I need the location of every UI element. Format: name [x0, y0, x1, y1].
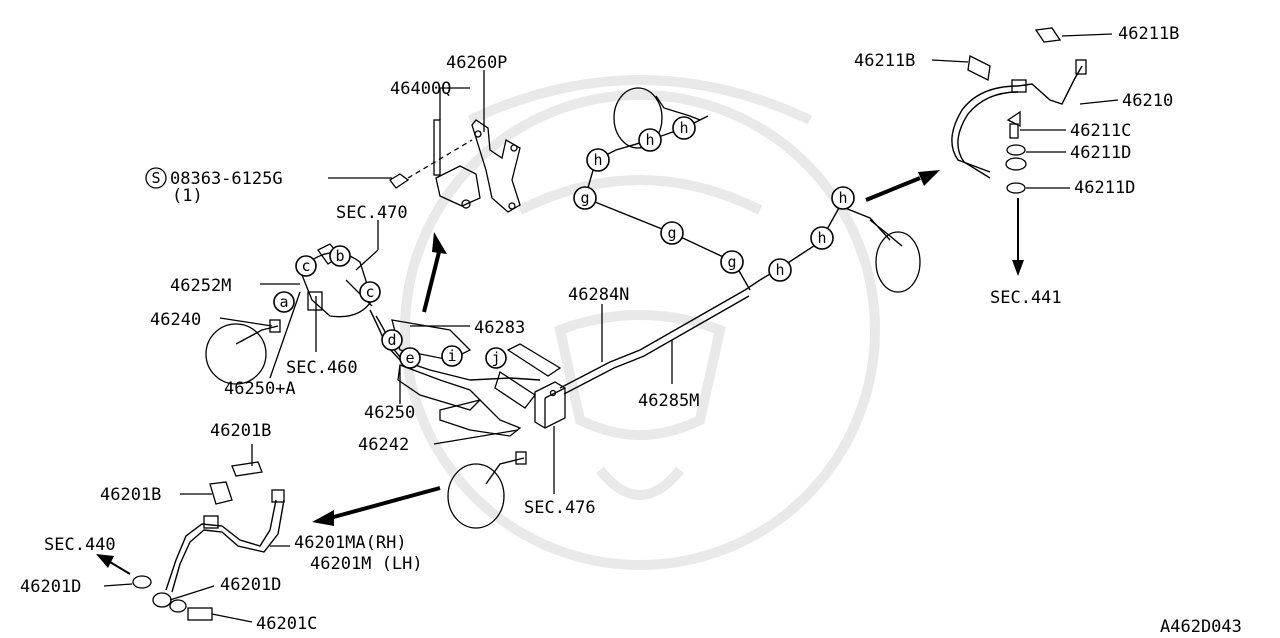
label-sec440: SEC.440 [44, 535, 116, 555]
bubble-j: j [485, 347, 507, 369]
bubble-i: i [441, 345, 463, 367]
svg-text:c: c [301, 257, 310, 275]
label-46242: 46242 [358, 435, 409, 455]
bubble-a: a [273, 291, 295, 313]
label-sec470: SEC.470 [336, 203, 408, 223]
svg-text:g: g [580, 189, 589, 207]
svg-text:S: S [151, 169, 160, 187]
label-sec460: SEC.460 [286, 358, 358, 378]
svg-text:i: i [447, 347, 456, 365]
part-labels: 46260P 46400Q S 08363-6125G (1) SEC.470 … [20, 24, 1242, 637]
bubble-h-1: h [586, 148, 610, 172]
clip-bubbles: c b c a d e i j g g g h h h h h h [273, 116, 855, 369]
left-disc-rotor [205, 319, 281, 385]
bubble-c-top: c [295, 255, 317, 277]
label-08363-6125G: 08363-6125G [170, 169, 283, 189]
bubble-g-3: g [720, 250, 744, 274]
svg-text:d: d [387, 331, 396, 349]
label-46211D-b: 46211D [1074, 178, 1135, 198]
label-46285M: 46285M [638, 391, 699, 411]
label-46201D-left: 46201D [20, 577, 81, 597]
svg-text:g: g [727, 253, 736, 271]
svg-text:j: j [491, 349, 500, 367]
bubble-h-3: h [672, 116, 696, 140]
bubble-h-6: h [831, 186, 855, 210]
label-46211D-a: 46211D [1070, 143, 1131, 163]
svg-text:g: g [667, 224, 676, 242]
center-disc-rotor [447, 451, 527, 529]
label-46201B-left: 46201B [100, 485, 161, 505]
label-46250: 46250 [364, 403, 415, 423]
label-46201B-top: 46201B [210, 421, 271, 441]
label-46211B-left: 46211B [854, 51, 915, 71]
label-sec441: SEC.441 [990, 288, 1062, 308]
bubble-h-2: h [638, 128, 662, 152]
bolt-symbol: S [145, 167, 167, 189]
junction-block [534, 381, 566, 429]
label-46201C: 46201C [256, 614, 317, 634]
front-hose-assembly [132, 461, 285, 621]
direction-arrows [96, 170, 1024, 575]
svg-text:h: h [775, 261, 784, 279]
label-46201MA: 46201MA(RH) [294, 533, 407, 553]
bubble-e: e [399, 347, 421, 369]
label-46240: 46240 [150, 310, 201, 330]
label-46211B-top: 46211B [1118, 24, 1179, 44]
bubble-h-4: h [768, 258, 792, 282]
label-46260P: 46260P [446, 53, 507, 73]
bubble-h-5: h [810, 226, 834, 250]
label-46211C: 46211C [1070, 121, 1131, 141]
label-bolt-qty: (1) [172, 186, 203, 206]
rear-hose-assembly [951, 27, 1087, 194]
watermark-emblem [400, 75, 880, 570]
label-46284N: 46284N [568, 285, 629, 305]
svg-text:c: c [365, 283, 374, 301]
label-46250A: 46250+A [224, 379, 296, 399]
bubble-c: c [359, 281, 381, 303]
leader-lines [103, 33, 1119, 623]
bubble-d: d [381, 329, 403, 351]
svg-text:h: h [645, 131, 654, 149]
svg-text:h: h [838, 189, 847, 207]
bubble-g-2: g [660, 221, 684, 245]
label-46252M: 46252M [170, 276, 231, 296]
svg-text:h: h [593, 151, 602, 169]
upper-disc-rotor [613, 87, 921, 293]
svg-text:e: e [405, 349, 414, 367]
svg-text:b: b [335, 247, 344, 265]
bubble-b: b [329, 245, 351, 267]
label-46283: 46283 [474, 318, 525, 338]
svg-text:h: h [679, 119, 688, 137]
master-cylinder-assembly [299, 243, 562, 437]
label-46400Q: 46400Q [390, 79, 451, 99]
svg-text:a: a [279, 293, 288, 311]
drawing-code: A462D043 [1160, 617, 1242, 637]
label-46201M: 46201M (LH) [310, 554, 423, 574]
label-46210: 46210 [1122, 91, 1173, 111]
bubble-g-1: g [573, 186, 597, 210]
sensor-bracket-assembly [389, 119, 521, 213]
label-46201D-right: 46201D [220, 575, 281, 595]
label-sec476: SEC.476 [524, 498, 596, 518]
svg-text:h: h [817, 229, 826, 247]
